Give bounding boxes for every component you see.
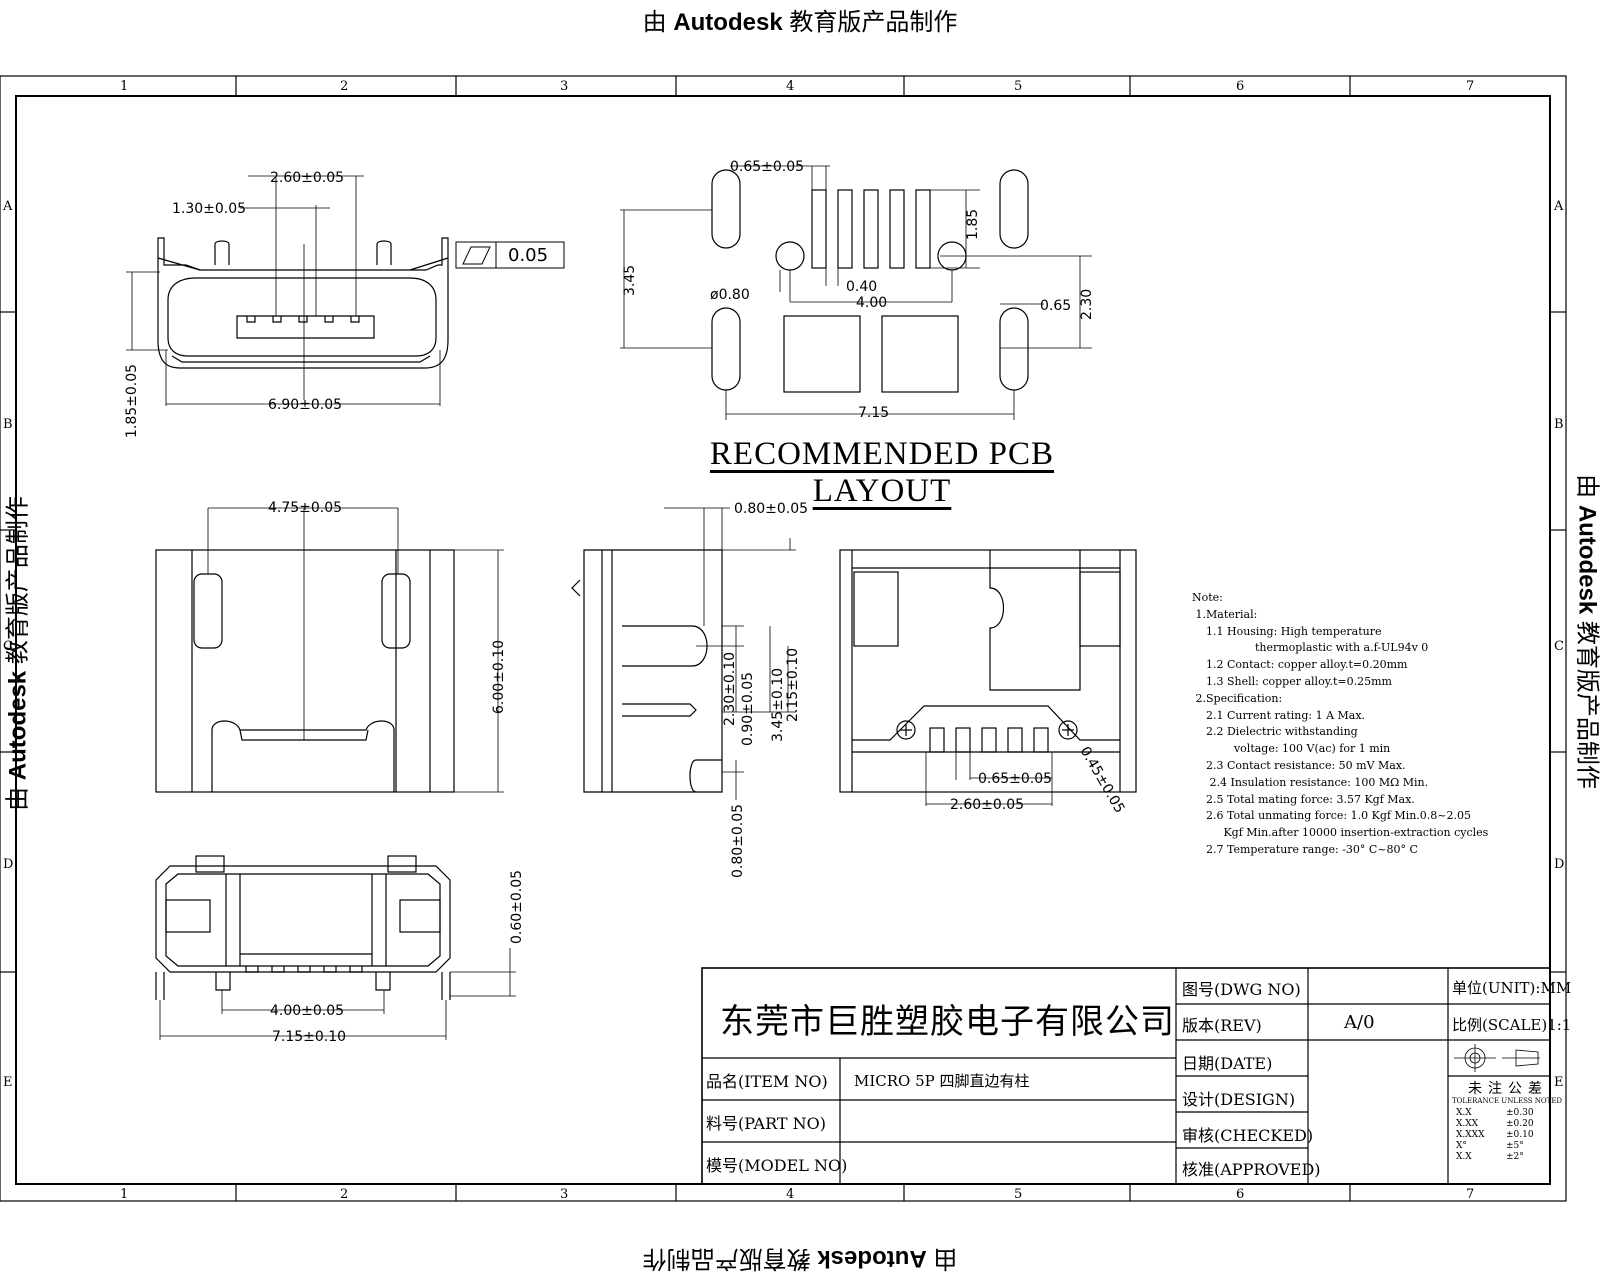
dim-top-depth: 6.00±0.10 bbox=[491, 640, 507, 714]
pcb-layout-title: RECOMMENDED PCB LAYOUT bbox=[709, 436, 1055, 509]
svg-text:6: 6 bbox=[1236, 1187, 1244, 1202]
svg-text:1: 1 bbox=[120, 79, 128, 94]
dim-rear-height: 0.60±0.05 bbox=[509, 870, 525, 944]
note-line: thermoplastic with a.f-UL94v 0 bbox=[1192, 641, 1429, 655]
note-line: 1.2 Contact: copper alloy.t=0.20mm bbox=[1192, 658, 1408, 672]
top-view bbox=[155, 507, 504, 793]
dwg-no-label: 图号(DWG NO) bbox=[1182, 980, 1301, 999]
tolerance-table: X.X±0.30 X.XX±0.20 X.XXX±0.10 X°±5° X.X±… bbox=[1456, 1108, 1534, 1162]
side-view bbox=[571, 507, 796, 800]
dim-pcb-pad-width: 0.65±0.05 bbox=[730, 159, 804, 175]
svg-text:7: 7 bbox=[1466, 1187, 1474, 1202]
dim-pcb-pad-gap: 0.40 bbox=[846, 279, 877, 295]
note-line: 1.1 Housing: High temperature bbox=[1192, 624, 1382, 638]
note-line: 2.7 Temperature range: -30° C~80° C bbox=[1192, 842, 1418, 856]
svg-text:4: 4 bbox=[786, 79, 794, 94]
part-no-label: 料号(PART NO) bbox=[706, 1114, 826, 1133]
dim-front-height: 1.85±0.05 bbox=[124, 364, 140, 438]
approved-label: 核准(APPROVED) bbox=[1182, 1160, 1321, 1179]
svg-text:D: D bbox=[3, 857, 13, 872]
watermark-top: 由 Autodesk 教育版产品制作 bbox=[642, 9, 958, 36]
company-name: 东莞市巨胜塑胶电子有限公司 bbox=[720, 1002, 1175, 1042]
dim-pcb-total-width: 7.15 bbox=[858, 405, 889, 421]
scale-label: 比例(SCALE)1:1 bbox=[1452, 1016, 1572, 1034]
dim-pcb-hole-span: 4.00 bbox=[856, 295, 887, 311]
svg-text:B: B bbox=[1554, 417, 1564, 432]
dim-side-d4: 2.15±0.10 bbox=[785, 648, 801, 722]
svg-text:5: 5 bbox=[1014, 1187, 1022, 1202]
dim-front-pitch: 1.30±0.05 bbox=[172, 201, 246, 217]
note-line: 2.5 Total mating force: 3.57 Kgf Max. bbox=[1192, 792, 1415, 806]
note-line: voltage: 100 V(ac) for 1 min bbox=[1192, 742, 1391, 756]
unit-label: 单位(UNIT):MM bbox=[1452, 979, 1572, 997]
pcb-layout-view bbox=[620, 165, 1092, 420]
dim-pcb-overall-height: 3.45 bbox=[622, 265, 638, 296]
dim-pcb-pitch-height: 1.85 bbox=[965, 209, 981, 240]
svg-text:D: D bbox=[1554, 857, 1564, 872]
dim-front-flatness: 0.05 bbox=[508, 245, 548, 266]
dim-side-d2: 0.90±0.05 bbox=[740, 672, 756, 746]
note-line: 1.Material: bbox=[1192, 607, 1258, 621]
item-no-value: MICRO 5P 四脚直边有柱 bbox=[854, 1072, 1030, 1090]
note-line: 2.2 Dielectric withstanding bbox=[1192, 725, 1358, 739]
svg-text:C: C bbox=[3, 639, 13, 654]
note-line: 2.3 Contact resistance: 50 mV Max. bbox=[1192, 758, 1406, 772]
dimension-labels: 2.60±0.05 1.30±0.05 0.05 1.85±0.05 6.90±… bbox=[124, 159, 1127, 1045]
tolerance-subtitle: TOLERANCE UNLESS NOTED bbox=[1452, 1097, 1563, 1105]
dim-pcb-slot-width: 0.65 bbox=[1040, 298, 1071, 314]
dim-rear-outer: 7.15±0.10 bbox=[272, 1029, 346, 1045]
svg-text:1: 1 bbox=[120, 1187, 128, 1202]
note-line: Kgf Min.after 10000 insertion-extraction… bbox=[1192, 826, 1489, 840]
bottom-view bbox=[839, 549, 1137, 806]
dim-front-width: 6.90±0.05 bbox=[268, 397, 342, 413]
svg-text:3: 3 bbox=[560, 79, 568, 94]
dim-side-top: 0.80±0.05 bbox=[734, 501, 808, 517]
grid-labels: 1 2 3 4 5 6 7 1 2 3 4 5 6 7 A B C D E A … bbox=[2, 79, 1564, 1202]
checked-label: 审核(CHECKED) bbox=[1182, 1126, 1314, 1145]
svg-text:E: E bbox=[3, 1075, 13, 1090]
outer-frame bbox=[0, 75, 1567, 1202]
title-block-grid bbox=[701, 967, 1551, 1185]
svg-text:A: A bbox=[1553, 199, 1564, 214]
tolerance-title: 未注公差 bbox=[1468, 1081, 1548, 1097]
svg-text:E: E bbox=[1554, 1075, 1564, 1090]
rev-label: 版本(REV) bbox=[1182, 1016, 1262, 1035]
note-line: 2.Specification: bbox=[1192, 691, 1283, 705]
dim-side-bottom: 0.80±0.05 bbox=[730, 804, 746, 878]
dim-bottom-span: 2.60±0.05 bbox=[950, 797, 1024, 813]
svg-text:4: 4 bbox=[786, 1187, 794, 1202]
grid-ticks bbox=[0, 76, 1566, 1201]
svg-text:6: 6 bbox=[1236, 79, 1244, 94]
svg-text:5: 5 bbox=[1014, 79, 1022, 94]
note-line: 2.6 Total unmating force: 1.0 Kgf Min.0.… bbox=[1192, 809, 1472, 823]
note-line: Note: bbox=[1192, 591, 1223, 604]
svg-text:A: A bbox=[2, 199, 13, 214]
svg-text:2: 2 bbox=[340, 79, 348, 94]
svg-text:2: 2 bbox=[340, 1187, 348, 1202]
dim-top-tab-span: 4.75±0.05 bbox=[268, 500, 342, 516]
dim-side-d3: 3.45±0.10 bbox=[770, 668, 786, 742]
note-line: 2.1 Current rating: 1 A Max. bbox=[1192, 708, 1366, 722]
svg-text:B: B bbox=[3, 417, 13, 432]
note-line: 1.3 Shell: copper alloy.t=0.25mm bbox=[1192, 674, 1392, 688]
dim-front-pitch-pair: 2.60±0.05 bbox=[270, 170, 344, 186]
dim-pcb-hole-dia: ø0.80 bbox=[710, 287, 750, 303]
specification-notes: Note: 1.Material: 1.1 Housing: High temp… bbox=[1192, 590, 1597, 859]
rev-value: A/0 bbox=[1344, 1012, 1375, 1033]
dim-side-d1: 2.30±0.10 bbox=[722, 652, 738, 726]
svg-text:3: 3 bbox=[560, 1187, 568, 1202]
item-no-label: 品名(ITEM NO) bbox=[706, 1072, 828, 1091]
front-view bbox=[126, 175, 565, 406]
date-label: 日期(DATE) bbox=[1182, 1054, 1273, 1073]
note-line: 2.4 Insulation resistance: 100 MΩ Min. bbox=[1192, 775, 1429, 789]
model-no-label: 模号(MODEL NO) bbox=[706, 1156, 848, 1175]
dim-pcb-slot-span: 2.30 bbox=[1079, 289, 1095, 320]
dim-rear-inner: 4.00±0.05 bbox=[270, 1003, 344, 1019]
design-label: 设计(DESIGN) bbox=[1182, 1090, 1296, 1109]
rear-view bbox=[155, 855, 516, 1040]
svg-text:C: C bbox=[1554, 639, 1564, 654]
svg-text:7: 7 bbox=[1466, 79, 1474, 94]
dim-bottom-pitch: 0.65±0.05 bbox=[978, 771, 1052, 787]
